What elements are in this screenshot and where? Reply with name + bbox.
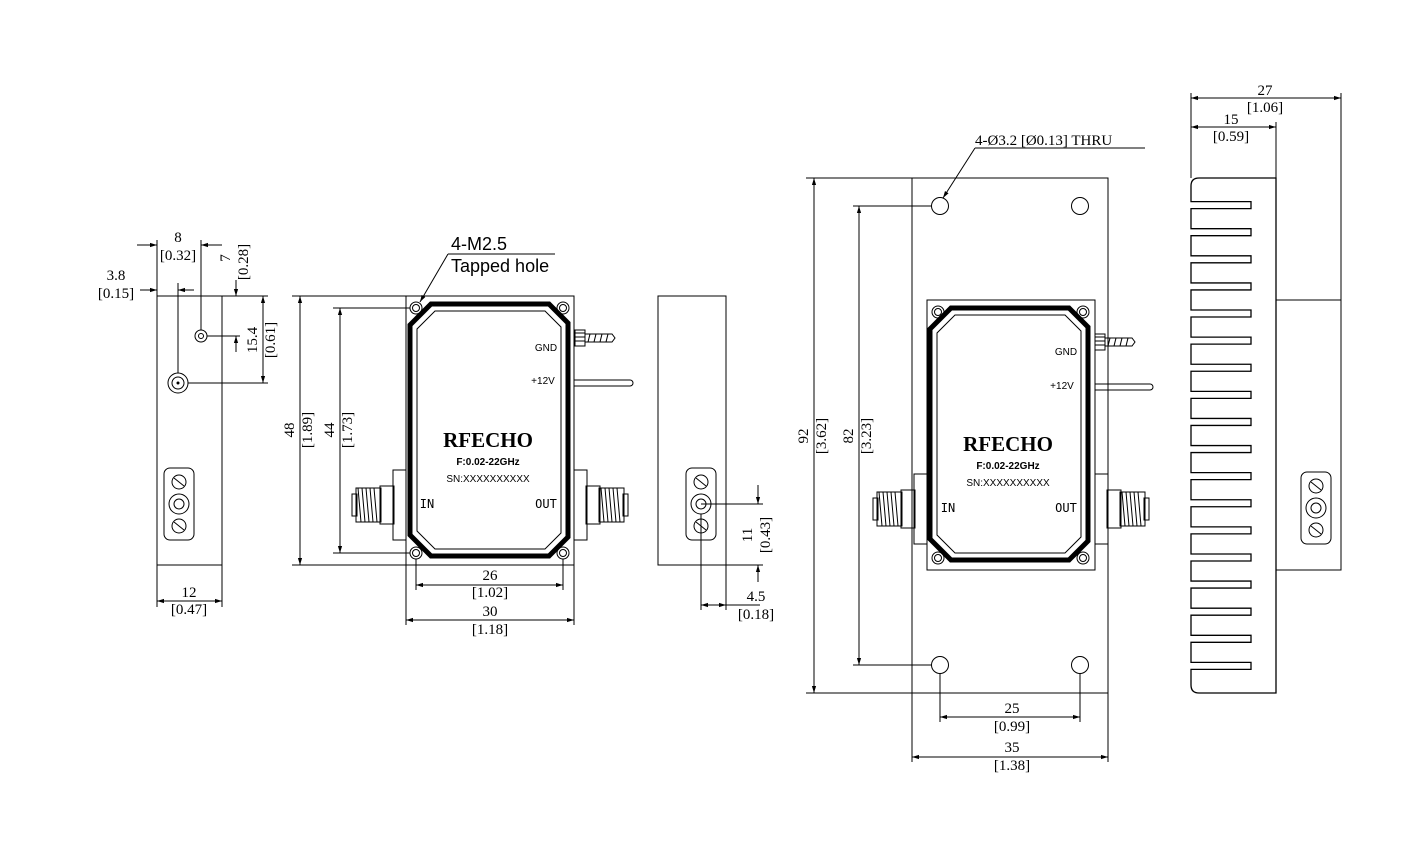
out-sma-connector-icon (573, 469, 629, 541)
dim-92: 92 (796, 429, 812, 444)
dim-3-8-in: [0.15] (98, 286, 134, 302)
dim-15-4-in: [0.61] (263, 322, 279, 358)
in-sma-connector-icon (351, 469, 407, 541)
out-sma-connector-icon (1094, 473, 1150, 545)
dim-4-5-in: [0.18] (738, 607, 774, 623)
gnd-label: GND (535, 343, 557, 354)
heatsink-fins (1190, 177, 1277, 694)
dim-7: 7 (218, 254, 234, 262)
dim-30-in: [1.18] (472, 622, 508, 638)
dim-26: 26 (483, 568, 499, 584)
heatsink-side-view: 27 [1.06] 15 [0.59] (1190, 83, 1342, 694)
dim-25: 25 (1005, 701, 1020, 717)
dim-15-in: [0.59] (1213, 129, 1249, 145)
brand-label: RFECHO (443, 428, 533, 452)
gnd-label: GND (1055, 347, 1077, 358)
dim-27-in: [1.06] (1247, 100, 1283, 116)
heatsink-plate (911, 177, 1109, 694)
dim-44: 44 (322, 422, 338, 438)
dim-92-in: [3.62] (814, 418, 830, 454)
dim-11-in: [0.43] (758, 517, 774, 553)
module-lid (927, 305, 1091, 563)
sma-connector-face-icon (1300, 471, 1332, 545)
gnd-terminal-icon (194, 329, 208, 343)
right-body (657, 295, 727, 566)
dim-3-8: 3.8 (107, 268, 126, 284)
module-lid (407, 301, 571, 559)
in-sma-connector-icon (872, 473, 928, 545)
vcc-label: +12V (531, 376, 555, 387)
dim-11: 11 (740, 528, 756, 542)
vcc-pin-icon (1095, 383, 1154, 391)
gnd-screw-icon (1094, 333, 1136, 351)
vcc-label: +12V (1050, 381, 1074, 392)
dim-30: 30 (483, 604, 498, 620)
dim-7-in: [0.28] (236, 244, 252, 280)
dim-82-in: [3.23] (859, 418, 875, 454)
in-label: IN (420, 497, 434, 511)
front-view: GND +12V RFECHO F:0.02-22GHz SN:XXXXXXXX… (282, 234, 634, 638)
module-base (926, 299, 1096, 571)
gnd-screw-icon (574, 329, 616, 347)
serial-label: SN:XXXXXXXXXX (446, 474, 530, 485)
thru-hole-callout: 4-Ø3.2 [Ø0.13] THRU (975, 133, 1112, 149)
out-label: OUT (1055, 501, 1077, 515)
left-body (156, 295, 223, 566)
dim-8-in: [0.32] (160, 248, 196, 264)
right-side-view: 11 [0.43] 4.5 [0.18] (657, 295, 774, 623)
dim-12: 12 (182, 585, 197, 601)
dim-44-in: [1.73] (340, 412, 356, 448)
mounting-hole-icon (931, 305, 1090, 565)
dim-82: 82 (841, 429, 857, 444)
dim-27: 27 (1258, 83, 1274, 99)
dim-8: 8 (174, 230, 182, 246)
dim-15-4: 15.4 (245, 326, 261, 353)
frequency-label: F:0.02-22GHz (456, 457, 519, 468)
dim-48-in: [1.89] (300, 412, 316, 448)
brand-label: RFECHO (963, 432, 1053, 456)
dim-25-in: [0.99] (994, 719, 1030, 735)
dim-35: 35 (1005, 740, 1020, 756)
dim-26-in: [1.02] (472, 585, 508, 601)
tapped-hole-callout-1: 4-M2.5 (451, 234, 507, 254)
dim-35-in: [1.38] (994, 758, 1030, 774)
dim-4-5: 4.5 (747, 589, 766, 605)
module-base (405, 295, 575, 566)
frequency-label: F:0.02-22GHz (976, 461, 1039, 472)
heatsink-front-view: GND +12V RFECHO F:0.02-22GHz SN:XXXXXXXX… (796, 133, 1154, 774)
dim-15: 15 (1224, 112, 1239, 128)
tapped-hole-callout-2: Tapped hole (451, 256, 549, 276)
left-side-view: 8 [0.32] 3.8 [0.15] 7 [0.28] 15.4 [0.61]… (98, 230, 279, 618)
dim-48: 48 (282, 423, 298, 438)
vcc-pin-icon (574, 379, 634, 387)
sma-connector-face-icon (163, 467, 195, 541)
in-label: IN (941, 501, 955, 515)
serial-label: SN:XXXXXXXXXX (966, 478, 1050, 489)
out-label: OUT (535, 497, 557, 511)
dim-12-in: [0.47] (171, 602, 207, 618)
module-side-body (1275, 299, 1342, 571)
